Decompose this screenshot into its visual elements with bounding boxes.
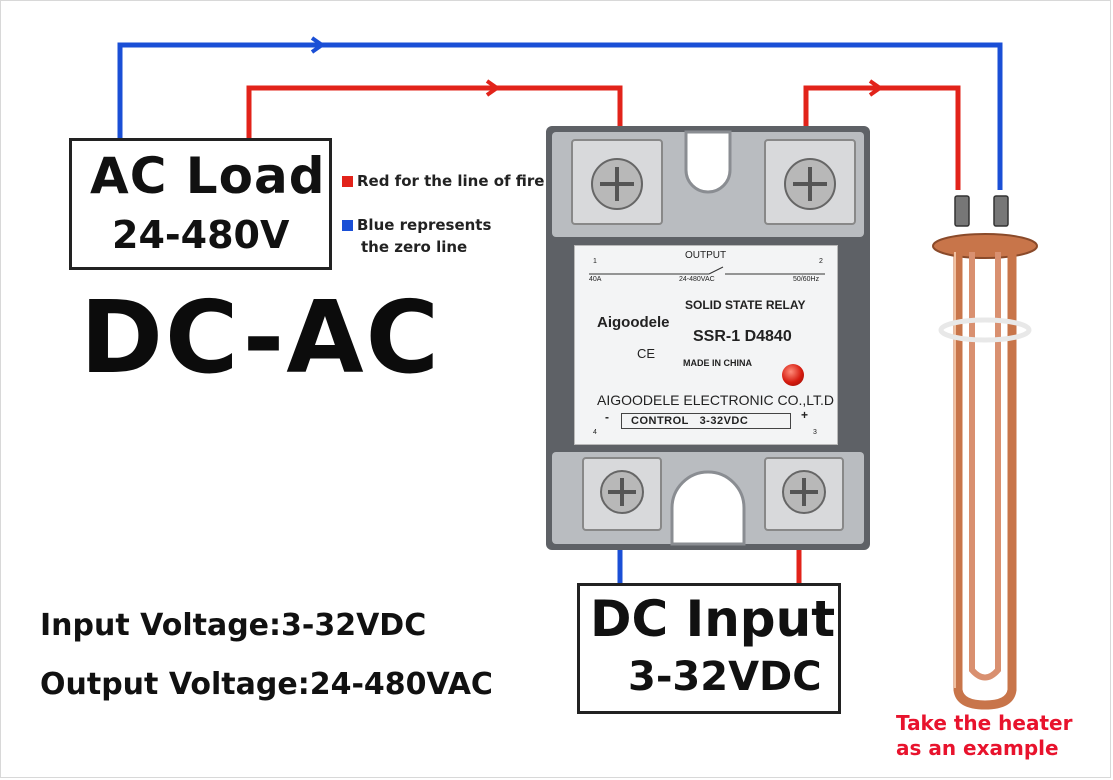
ac-load-voltage: 24-480V bbox=[112, 213, 290, 257]
relay-brand: Aigoodele bbox=[597, 314, 670, 331]
mode-title: DC-AC bbox=[80, 279, 441, 396]
blue-swatch-icon bbox=[342, 220, 353, 231]
blue-neutral-wire bbox=[117, 42, 1003, 190]
minus-sign: - bbox=[605, 410, 609, 424]
legend-red: Red for the line of fire bbox=[342, 172, 544, 190]
red-wire-arrow-1 bbox=[485, 79, 501, 97]
control-box bbox=[621, 413, 791, 429]
terminal-1-label: 1 bbox=[593, 258, 597, 265]
legend-red-text: Red for the line of fire bbox=[357, 172, 545, 190]
dc-input-box: DC Input 3-32VDC bbox=[577, 583, 841, 714]
output-voltage-rating: 24-480VAC bbox=[679, 276, 715, 283]
heater-clip bbox=[938, 317, 1032, 343]
heater-note: Take the heater as an example bbox=[896, 711, 1072, 761]
dc-input-voltage: 3-32VDC bbox=[628, 654, 822, 700]
switch-symbol-icon bbox=[589, 266, 825, 275]
legend-blue: Blue represents the zero line bbox=[342, 214, 491, 258]
relay-model: SSR-1 D4840 bbox=[693, 328, 792, 345]
relay-type: SOLID STATE RELAY bbox=[685, 298, 806, 312]
heater-terminal bbox=[993, 195, 1009, 227]
plus-sign: + bbox=[801, 408, 809, 422]
ce-mark: CE bbox=[637, 346, 656, 361]
heater-tube-outer bbox=[953, 252, 1017, 710]
terminal-4-label: 4 bbox=[593, 429, 597, 436]
heater-terminal bbox=[954, 195, 970, 227]
control-label: CONTROL 3-32VDC bbox=[631, 415, 749, 427]
terminal-3-label: 3 bbox=[813, 429, 817, 436]
red-swatch-icon bbox=[342, 176, 353, 187]
screw-icon bbox=[600, 470, 644, 514]
heater-note-line1: Take the heater bbox=[896, 711, 1073, 735]
screw-icon bbox=[784, 158, 836, 210]
top-mounting-slot bbox=[684, 130, 732, 194]
ac-load-box: AC Load 24-480V bbox=[69, 138, 332, 270]
input-voltage-spec: Input Voltage:3-32VDC bbox=[40, 608, 427, 643]
blue-wire-arrow bbox=[310, 36, 326, 54]
heater-note-line2: as an example bbox=[896, 736, 1059, 760]
ac-load-title: AC Load bbox=[90, 147, 326, 205]
screw-icon bbox=[591, 158, 643, 210]
frequency-rating: 50/60Hz bbox=[793, 276, 820, 283]
solid-state-relay bbox=[546, 126, 870, 550]
terminal-2-label: 2 bbox=[819, 258, 823, 265]
heater-element bbox=[932, 195, 1038, 710]
red-wire-arrow-2 bbox=[868, 79, 884, 97]
heater-tube-inner bbox=[969, 252, 1001, 681]
status-led-icon bbox=[782, 364, 804, 386]
current-rating: 40A bbox=[589, 276, 602, 283]
origin-label: MADE IN CHINA bbox=[683, 358, 752, 368]
manufacturer-label: AIGOODELE ELECTRONIC CO.,LT.D bbox=[597, 392, 835, 408]
output-voltage-spec: Output Voltage:24-480VAC bbox=[40, 667, 493, 702]
legend-blue-line2: the zero line bbox=[361, 238, 468, 256]
legend-blue-line1: Blue represents bbox=[357, 216, 492, 234]
relay-label-plate: OUTPUT 1 2 40A 24-480VAC 50/60Hz SOLID S… bbox=[574, 245, 838, 445]
bottom-mounting-slot bbox=[670, 470, 746, 546]
heater-flange bbox=[932, 233, 1038, 259]
screw-icon bbox=[782, 470, 826, 514]
output-label: OUTPUT bbox=[685, 250, 727, 261]
dc-input-title: DC Input bbox=[590, 590, 836, 648]
